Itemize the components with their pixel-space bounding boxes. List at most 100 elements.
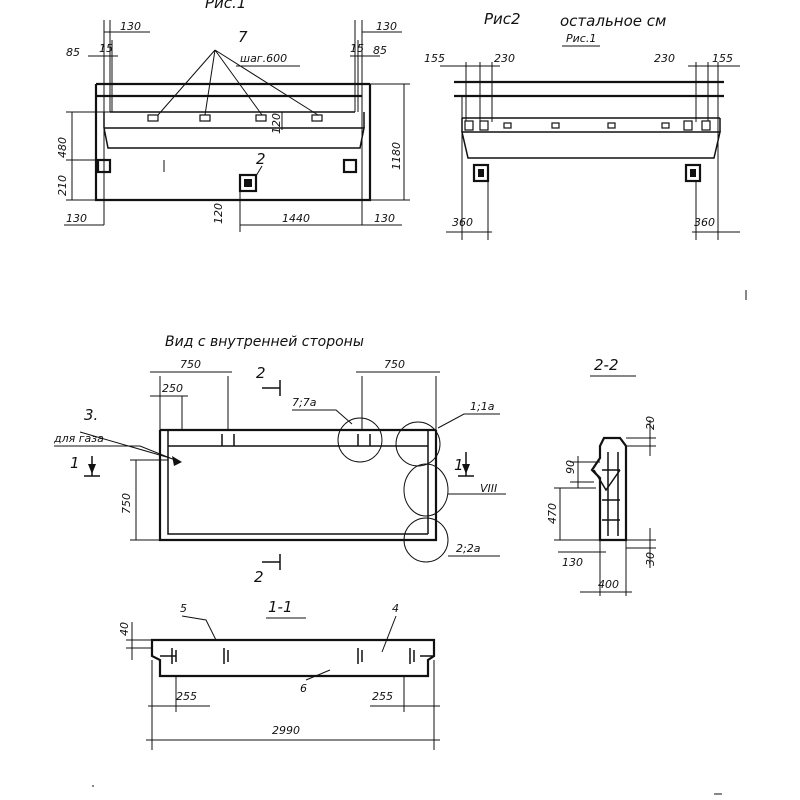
fig2-embed-1 — [464, 120, 474, 131]
fig1-dim-1440: 1440 — [282, 212, 310, 225]
view-section2-top: 2 — [256, 364, 266, 382]
fig1-loop-left — [96, 158, 112, 174]
section11-dim-255-right: 255 — [372, 690, 393, 703]
fig1-dim-15-right: 15 — [350, 42, 364, 55]
view-item7-leader — [292, 409, 353, 425]
section-1-1: 1-1 40 5 4 6 255 255 2990 — [118, 598, 440, 750]
section22-rebar — [602, 452, 620, 536]
fig1-dim-top-right-130: 130 — [376, 20, 397, 33]
fig2: Рис2 остальное см Рис.1 155 230 230 155 … — [424, 10, 740, 240]
fig2-loop-left-fill — [478, 169, 484, 177]
fig2-beam — [461, 131, 721, 159]
fig1-dim-line-top-right — [361, 30, 402, 225]
section22-dim-400: 400 — [598, 578, 619, 591]
fig1-dim-1180: 1180 — [390, 142, 403, 170]
fig2-loop-left — [472, 163, 490, 183]
view-dim-750-left: 750 — [180, 358, 201, 371]
fig1-embed-3 — [255, 114, 267, 122]
section11-item4-leader — [381, 615, 397, 653]
fig2-note-line1: остальное см — [560, 12, 666, 30]
view-extension-lines — [159, 376, 437, 430]
view-item3-text: для газа — [53, 432, 104, 445]
section22-dim-line-470 — [554, 487, 600, 541]
section11-item5-leader — [181, 615, 217, 641]
view-section2-bottom: 2 — [254, 568, 264, 586]
view-dim-750-vertical: 750 — [120, 493, 133, 514]
fig2-embed-6 — [661, 122, 670, 129]
section11-item4-label: 4 — [392, 602, 399, 615]
fig1-dim-line-left-vertical — [66, 111, 110, 201]
fig2-extension-lines — [465, 62, 719, 122]
section11-profile — [150, 638, 436, 678]
section22-dim-470: 470 — [546, 503, 559, 524]
fig2-embed-2 — [479, 120, 489, 131]
fig1-embed-1 — [147, 114, 159, 122]
section11-dim-40: 40 — [118, 622, 131, 636]
view-section1-left-arrow — [88, 464, 96, 474]
fig2-dim-155-right: 155 — [712, 52, 733, 65]
view-dim-line-750-vertical — [130, 459, 168, 541]
view-dim-750-right: 750 — [384, 358, 405, 371]
fig2-loop-right — [684, 163, 702, 183]
section22-dim-line-20 — [626, 420, 656, 456]
view-item1-label: 1;1а — [470, 400, 495, 413]
fig1-caption: Рис.1 — [205, 0, 246, 12]
view-detail-circle-1 — [395, 421, 441, 467]
fig1-dim-120-small: 120 — [270, 113, 283, 134]
view-item7-label: 7;7а — [292, 396, 317, 409]
section22-dim-130: 130 — [562, 556, 583, 569]
view-item1-leader — [437, 413, 500, 429]
fig1-loop-center-fill — [244, 179, 252, 187]
fig2-caption: Рис2 — [484, 10, 521, 28]
fig1-leader-7 — [157, 49, 319, 116]
fig2-dim-230-right: 230 — [654, 52, 675, 65]
fig1-dim-bottom-left-130: 130 — [66, 212, 87, 225]
section22-profile — [590, 436, 628, 542]
fig2-embed-5 — [607, 122, 616, 129]
view-item8-label: VIII — [480, 482, 497, 495]
fig1-loop-right — [342, 158, 358, 174]
fig1-dim-line-bottom — [64, 190, 402, 232]
fig1-dim-85-left: 85 — [66, 46, 80, 59]
fig2-dim-360-left: 360 — [452, 216, 473, 229]
fig1-slab-outline — [94, 82, 372, 202]
fig1-leader-2 — [255, 165, 263, 177]
section22-bracket — [593, 469, 621, 492]
fig2-embed-3 — [503, 122, 512, 129]
fig1-beam — [103, 111, 365, 149]
view-section1-left: 1 — [70, 454, 80, 472]
view-dim-lines-top — [150, 371, 440, 397]
section22-dim-20: 20 — [644, 416, 657, 430]
fig1-embed-4 — [311, 114, 323, 122]
section11-item5-label: 5 — [180, 602, 187, 615]
fig1-callout-2: 2 — [256, 150, 266, 168]
fig1-dim-bottom-right-130: 130 — [374, 212, 395, 225]
fig2-dim-155-left: 155 — [424, 52, 445, 65]
fig1-dim-210: 210 — [56, 175, 69, 196]
fig1-dim-line-1180 — [370, 83, 410, 201]
fig2-embed-8 — [701, 120, 711, 131]
fig1-callout-7-text: шаг.600 — [240, 52, 287, 65]
fig2-dim-line-bottom — [446, 96, 740, 240]
view-title: Вид с внутренней стороны — [165, 334, 364, 350]
fig1-dim-120-bottom: 120 — [212, 203, 225, 224]
view-detail-circle-7 — [337, 417, 383, 463]
section11-dim-line-40 — [126, 622, 152, 660]
section-2-2: 2-2 20 90 470 130 30 400 — [546, 356, 657, 596]
fig2-embed-4 — [551, 122, 560, 129]
fig1-dim-15-left: 15 — [99, 42, 113, 55]
section22-dim-line-90 — [570, 456, 600, 488]
section11-title: 1-1 — [268, 598, 293, 616]
view-item3-arrow — [172, 456, 182, 466]
section11-extension-lines — [151, 660, 435, 750]
fig1-dim-85-right: 85 — [373, 44, 387, 57]
scan-specks — [92, 290, 747, 795]
fig1-loop-center — [238, 173, 258, 193]
section22-dim-30: 30 — [644, 552, 657, 566]
view-dim-250: 250 — [162, 382, 183, 395]
fig2-note-line2: Рис.1 — [566, 32, 596, 45]
fig2-loop-right-fill — [690, 169, 696, 177]
section11-dim-2990: 2990 — [272, 724, 300, 737]
fig1-embed-2 — [199, 114, 211, 122]
